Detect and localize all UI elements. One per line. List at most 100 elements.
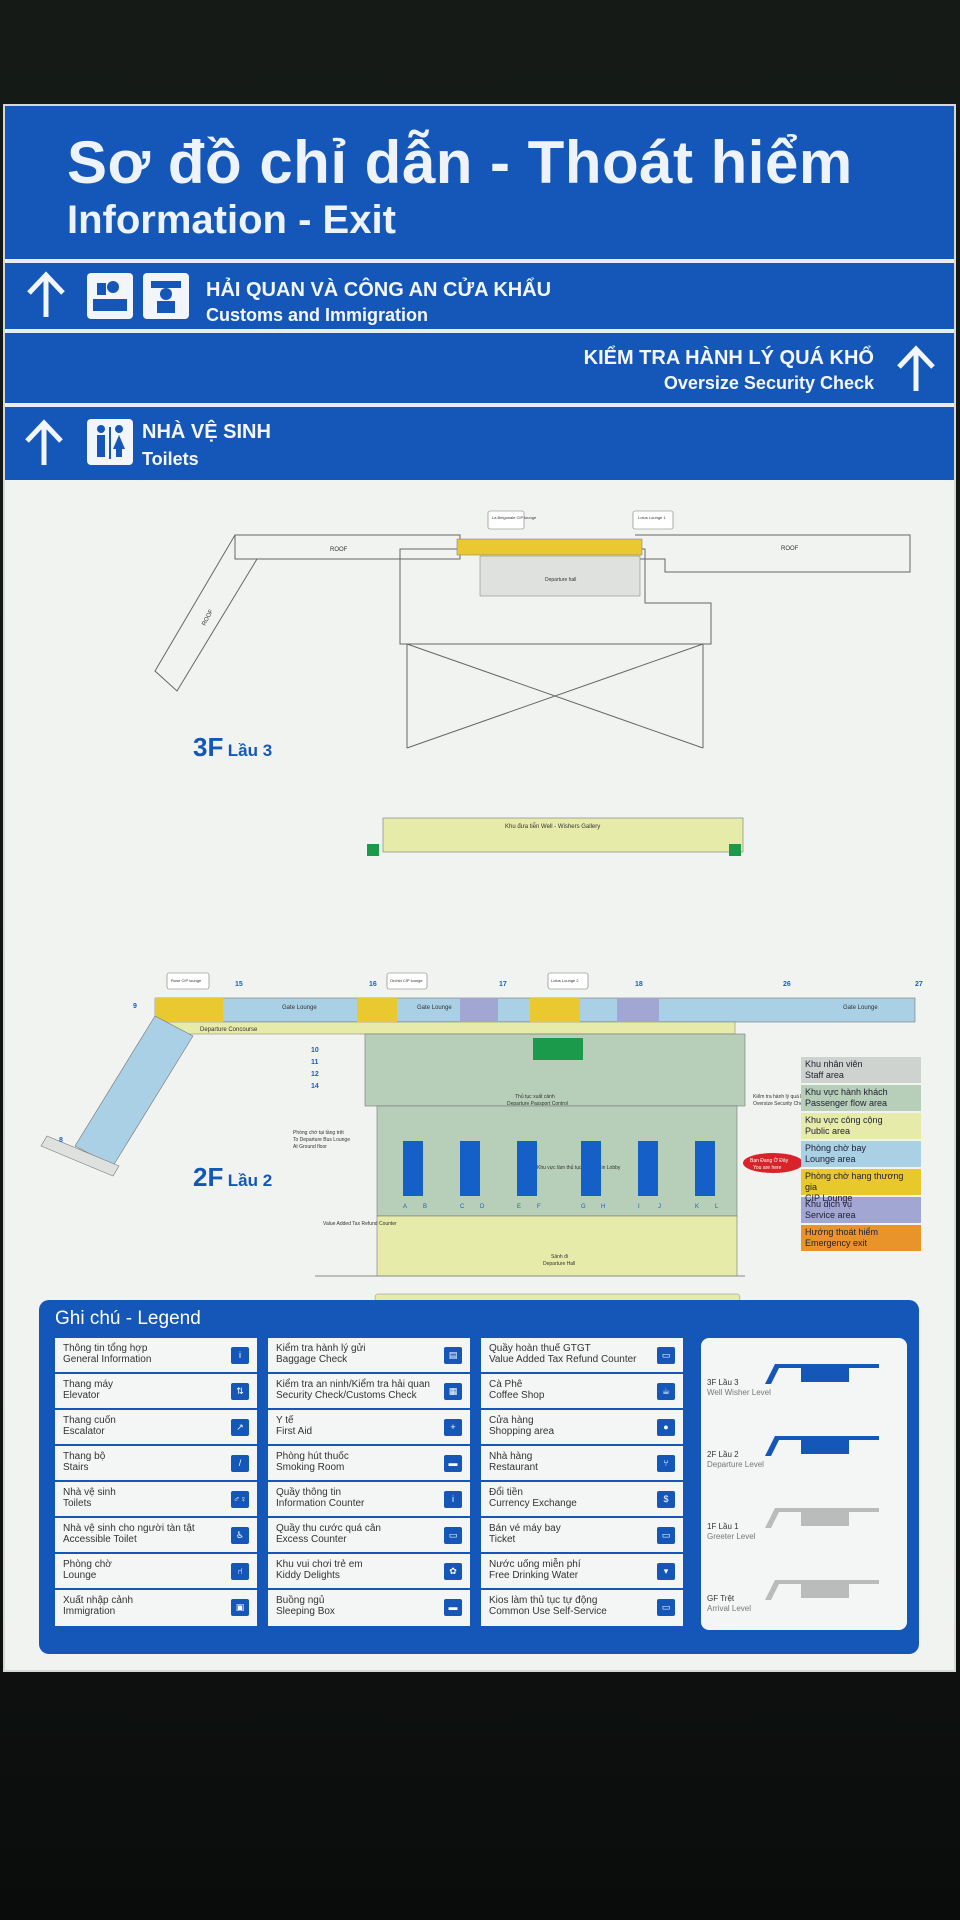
callout-box [487, 510, 525, 530]
oversize-map-label-vi: Kiểm tra hành lý quá khổ [753, 1093, 809, 1100]
legend-label-en: General Information [63, 1354, 152, 1365]
legend-label-en: Shopping area [489, 1426, 555, 1437]
cip-lounge-3f [456, 538, 643, 556]
level-shape-icon [765, 1364, 879, 1384]
floor-3-name: Lầu 3 [227, 741, 273, 760]
excess-icon: ▭ [444, 1527, 462, 1544]
gate-18-label: 18 [635, 981, 643, 988]
oversize-label-vi: KIỂM TRA HÀNH LÝ QUÁ KHỔ [583, 347, 874, 369]
security-gate [533, 1038, 583, 1060]
check-in-lobby [376, 1105, 738, 1217]
sleeping-icon: ▬ [444, 1599, 462, 1616]
area-key-label-vi: Khu vực hành khách [805, 1087, 888, 1097]
legend-label-en: Baggage Check [276, 1354, 348, 1365]
title-english: Information - Exit [67, 198, 396, 242]
legend-label-en: Elevator [63, 1390, 100, 1401]
legend-label-vi: Y tế [276, 1415, 294, 1426]
toilet-icon: ♂♀ [231, 1491, 249, 1508]
legend-label-en: Accessible Toilet [63, 1534, 137, 1545]
escalator-icon: ↗ [231, 1419, 249, 1436]
area-key-label-en: Service area [805, 1210, 856, 1220]
gate-17-label: 17 [499, 981, 507, 988]
info-counter-icon: i [444, 1491, 462, 1508]
gate-15-label: 15 [235, 981, 243, 988]
legend-label-vi: Nhà hàng [489, 1451, 533, 1462]
service-area [460, 998, 498, 1022]
counter-c-label: C [460, 1204, 465, 1210]
oversize-label-en: Oversize Security Check [663, 373, 874, 393]
legend-label-en: Security Check/Customs Check [276, 1390, 417, 1401]
first-aid-icon: + [444, 1419, 462, 1436]
legend-label-en: Value Added Tax Refund Counter [489, 1354, 637, 1365]
bus-lounge-label-vi: Phòng chờ tại tầng trệt [293, 1130, 344, 1136]
legend-label-vi: Kiểm tra an ninh/Kiểm tra hải quan [276, 1379, 430, 1390]
callout-box [632, 510, 674, 530]
angled-pier [74, 1015, 194, 1167]
kids-icon: ✿ [444, 1563, 462, 1580]
immigration-icon: ▣ [231, 1599, 249, 1616]
arrow-up-icon [25, 419, 63, 465]
shopping-icon: ● [657, 1419, 675, 1436]
gate-10-label: 10 [311, 1047, 319, 1054]
pier-end [40, 1135, 120, 1177]
level-description: Departure Level [707, 1460, 764, 1469]
counter-b-label: B [423, 1204, 427, 1210]
legend-label-en: Currency Exchange [489, 1498, 577, 1509]
customs-label-en: Customs and Immigration [206, 305, 429, 325]
legend-label-vi: Nước uống miễn phí [489, 1559, 581, 1570]
area-key-label-vi: Phòng chờ hạng thương gia [805, 1171, 904, 1192]
security-icon: ▦ [444, 1383, 462, 1400]
floor-3-plan [154, 534, 911, 749]
legend-label-vi: Thang bộ [63, 1451, 106, 1462]
level-name: 1F Lầu 1 [707, 1522, 739, 1531]
area-key-label-en: Emergency exit [805, 1238, 868, 1248]
rose-cip-lounge [155, 998, 223, 1022]
area-key-label-en: Public area [805, 1126, 851, 1136]
departure-hall-label: Departure hall [545, 577, 576, 583]
stairs-icon: / [231, 1455, 249, 1472]
currency-icon: $ [657, 1491, 675, 1508]
legend-label-en: Ticket [489, 1534, 516, 1545]
roof-label: ROOF [781, 546, 799, 552]
exit-sign-icon [367, 844, 379, 856]
floor-2-name: Lầu 2 [227, 1171, 273, 1190]
legend-label-vi: Đổi tiền [489, 1487, 523, 1498]
level-name: GF Trệt [707, 1594, 735, 1603]
divider [5, 329, 954, 333]
orchid-cip-lounge [357, 998, 397, 1022]
wishers-label: Khu đưa tiễn Well - Wishers Gallery [505, 823, 600, 830]
legend-label-vi: Kiểm tra hành lý gửi [276, 1343, 366, 1354]
legend-label-vi: Phòng chờ [63, 1559, 112, 1570]
area-key-label-en: Staff area [805, 1070, 844, 1080]
legend-label-en: Common Use Self-Service [489, 1606, 607, 1617]
area-key-label-en: CIP Lounge [805, 1193, 853, 1203]
legend-label-vi: Khu vui chơi trẻ em [276, 1559, 363, 1570]
bus-lounge-label-en2: At Ground floor [293, 1144, 327, 1150]
lounge-icon: ⑁ [231, 1563, 249, 1580]
legend-label-vi: Quầy thu cước quá cân [276, 1523, 381, 1534]
departure-hall-3f [479, 555, 641, 597]
elevator-icon: ⇅ [231, 1383, 249, 1400]
counter-d-label: D [480, 1204, 485, 1210]
